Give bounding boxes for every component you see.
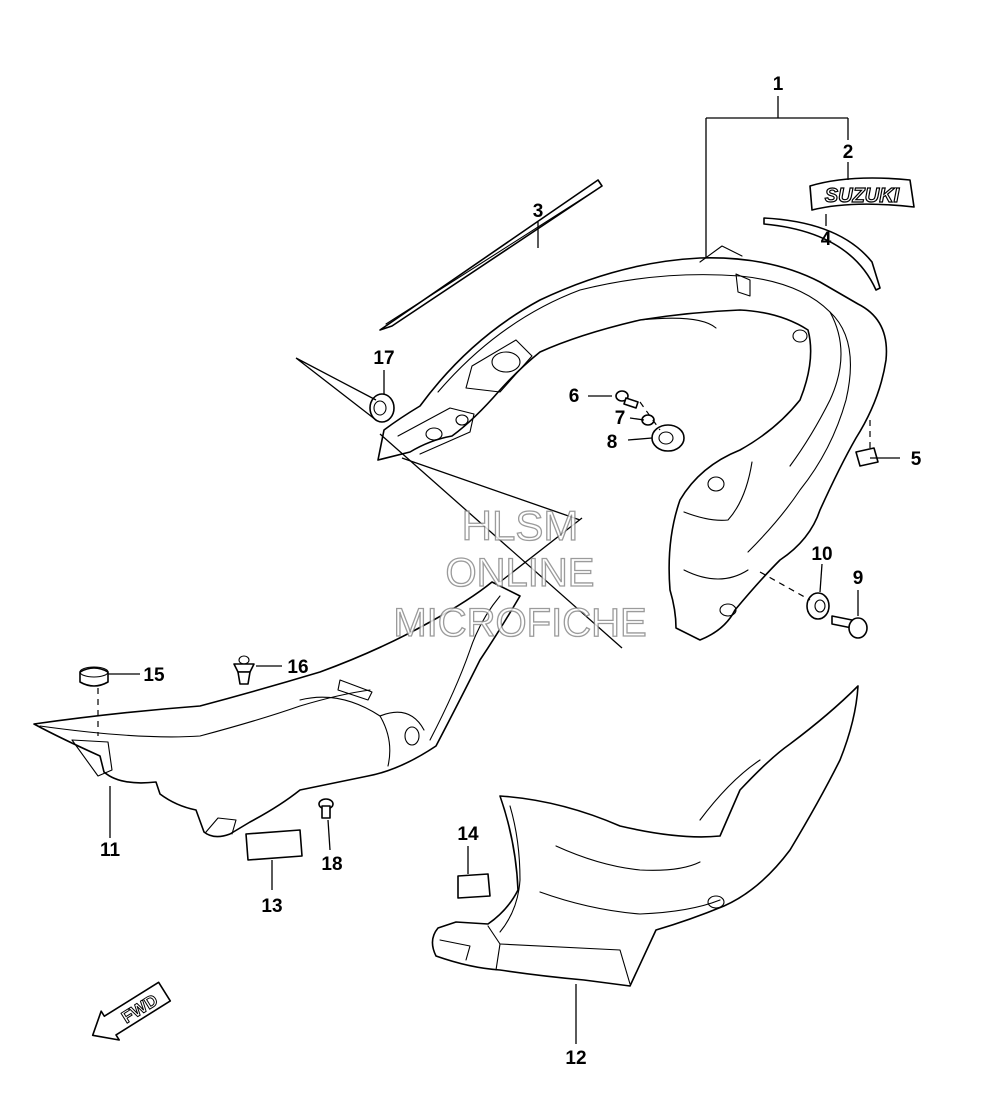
callout-6: 6 (569, 386, 580, 407)
callout-2: 2 (843, 142, 854, 163)
emblem-text: SUZUKI (825, 185, 900, 207)
grommet-part-8 (651, 424, 685, 452)
callout-12: 12 (565, 1048, 586, 1069)
callout-9: 9 (853, 568, 864, 589)
callout-10: 10 (811, 544, 832, 565)
watermark-line-2: ONLINE (446, 551, 595, 595)
callout-13: 13 (261, 896, 282, 917)
watermark-line-3: MICROFICHE (393, 601, 646, 645)
callout-5: 5 (911, 449, 922, 470)
curved-decal-part-4 (763, 217, 881, 291)
screw-part-6 (615, 390, 639, 409)
bolt-part-9 (831, 615, 868, 639)
callout-3: 3 (533, 201, 544, 222)
suzuki-emblem-part-2: SUZUKI (809, 177, 915, 211)
grommet-part-15 (79, 666, 109, 687)
pad-part-13 (245, 829, 303, 861)
callout-7: 7 (615, 408, 626, 429)
clip-nut-part-5 (855, 447, 879, 467)
crossing-leader-lines (295, 357, 623, 649)
side-cover-part-12 (431, 685, 859, 987)
callout-leaders (108, 96, 900, 1044)
callout-numbers: 1 2 3 4 5 6 7 8 9 10 11 12 13 14 15 16 1… (100, 74, 922, 1069)
stripe-decal-part-3 (379, 179, 603, 331)
callout-4: 4 (821, 229, 832, 250)
callout-16: 16 (287, 657, 308, 678)
callout-14: 14 (457, 824, 479, 845)
callout-1: 1 (773, 74, 784, 95)
pad-part-14 (457, 873, 491, 899)
screw-part-18 (318, 798, 334, 819)
callout-18: 18 (321, 854, 342, 875)
watermark-line-1: HLSM (462, 502, 579, 549)
assembly-dashed-lines (97, 401, 871, 736)
rivet-part-16 (233, 655, 255, 685)
grommet-part-10 (806, 592, 830, 620)
side-cover-part-11 (33, 581, 521, 838)
callout-17: 17 (373, 348, 394, 369)
callout-15: 15 (143, 665, 165, 686)
callout-8: 8 (607, 432, 618, 453)
cushion-part-17 (369, 393, 395, 423)
tail-cowl-part-1 (377, 245, 888, 641)
watermark: HLSM ONLINE MICROFICHE (393, 501, 648, 645)
forward-direction-arrow: FWD (91, 981, 172, 1041)
callout-11: 11 (100, 840, 121, 861)
